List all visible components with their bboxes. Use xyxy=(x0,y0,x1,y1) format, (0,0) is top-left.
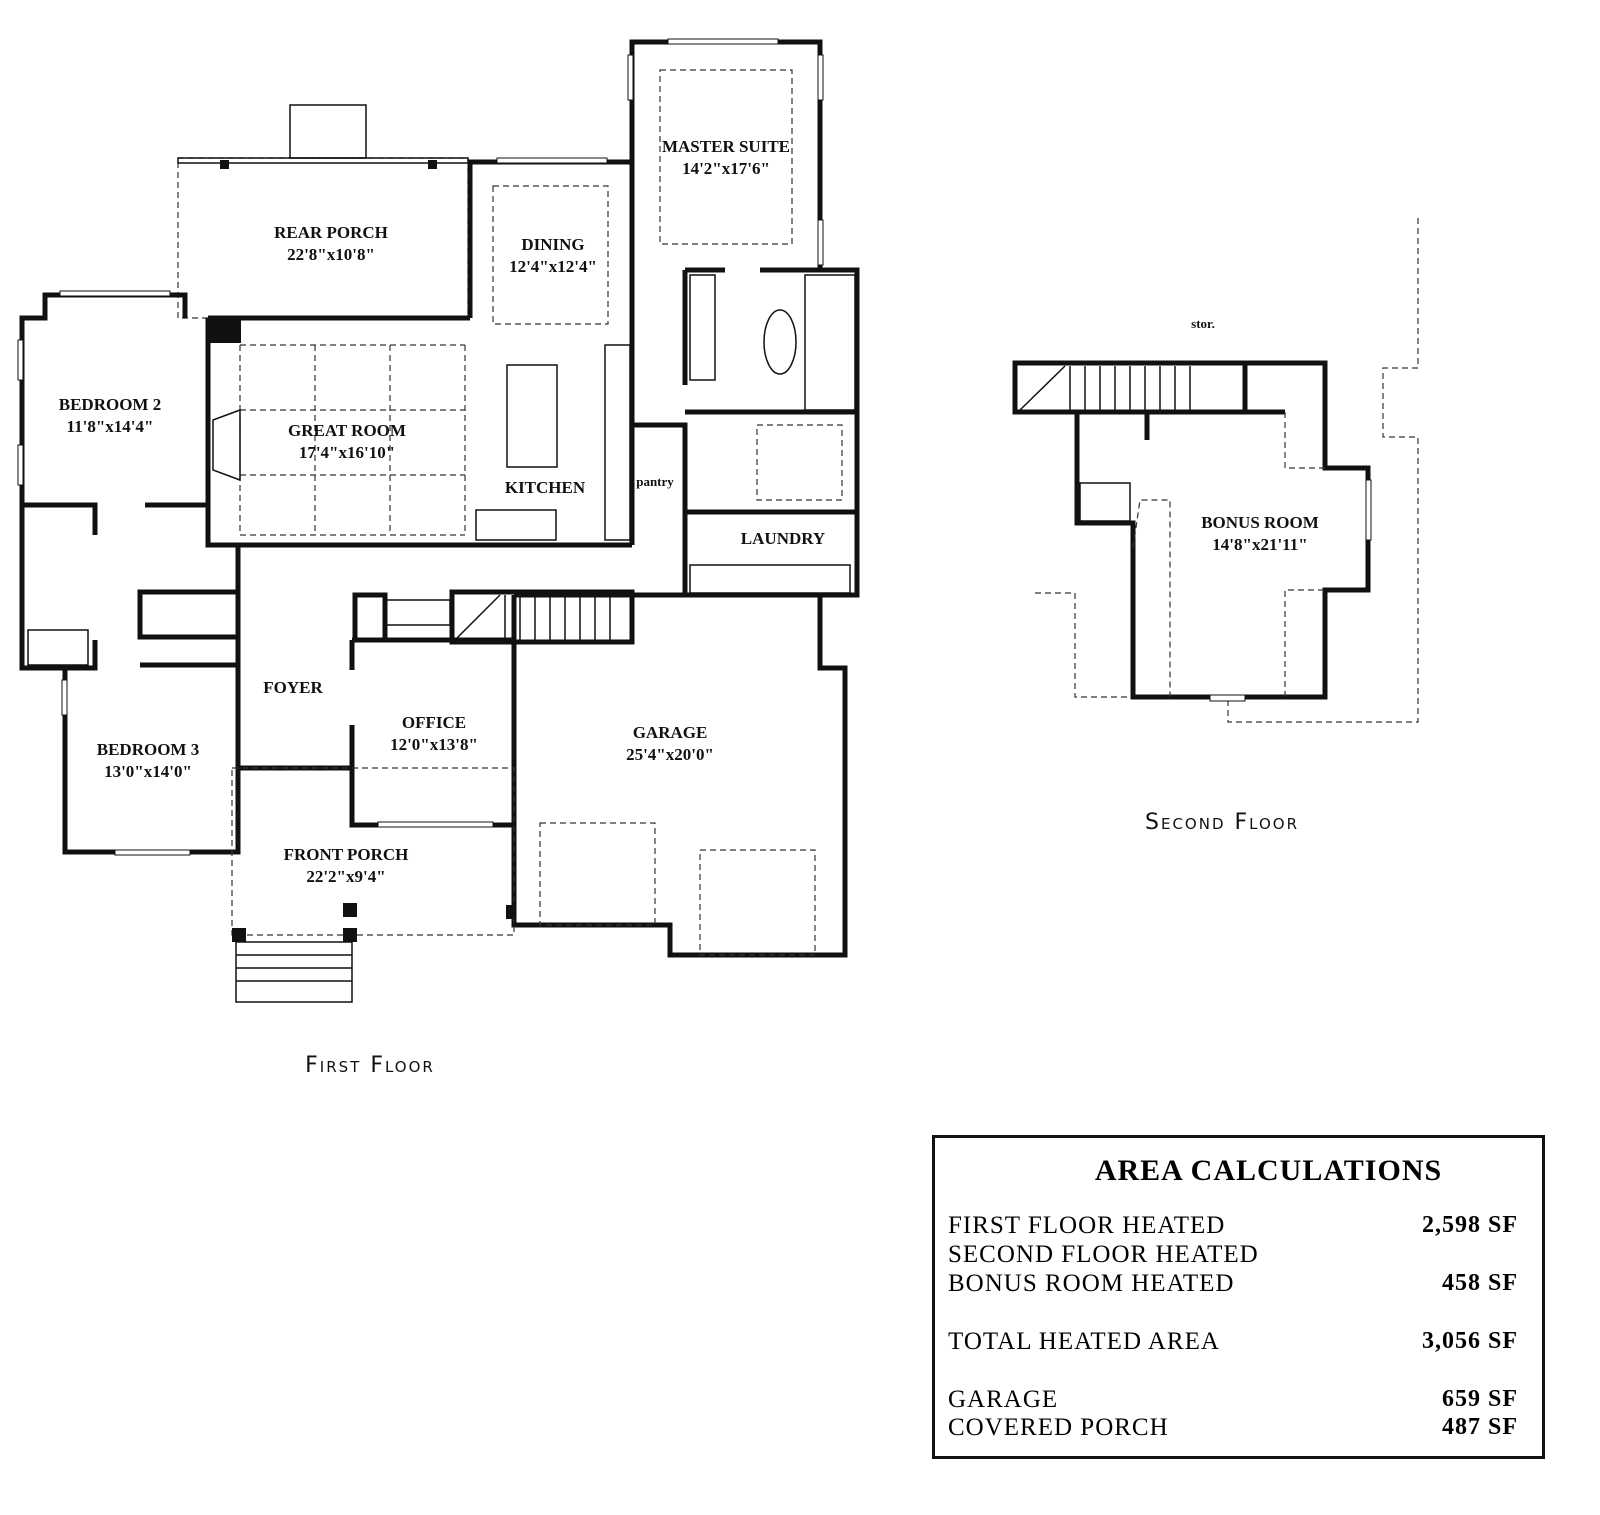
area-value: 487 SF xyxy=(1441,1414,1518,1440)
room-name: BONUS ROOM xyxy=(1201,513,1319,532)
area-row: TOTAL HEATED AREA 3,056 SF xyxy=(948,1328,1518,1356)
storage-label: stor. xyxy=(1191,316,1215,331)
area-value: 3,056 SF xyxy=(1421,1328,1518,1354)
room-size: 12'4"x12'4" xyxy=(509,257,597,276)
chimney xyxy=(289,104,367,159)
room-name: KITCHEN xyxy=(505,478,586,497)
room-name: DINING xyxy=(521,235,584,254)
room-name: pantry xyxy=(636,474,674,489)
room-name: FRONT PORCH xyxy=(284,845,409,864)
area-row: BONUS ROOM HEATED 458 SF xyxy=(948,1270,1518,1298)
area-label: SECOND FLOOR HEATED xyxy=(948,1241,1259,1268)
room-name: GARAGE xyxy=(633,723,708,742)
area-value: 659 SF xyxy=(1441,1386,1518,1412)
area-row: SECOND FLOOR HEATED xyxy=(948,1241,1518,1269)
room-size: 17'4"x16'10" xyxy=(299,443,395,462)
area-label: BONUS ROOM HEATED xyxy=(948,1270,1235,1297)
area-row: FIRST FLOOR HEATED 2,598 SF xyxy=(948,1212,1518,1240)
first-floor-title: First Floor xyxy=(305,1053,435,1078)
area-value: 458 SF xyxy=(1441,1270,1518,1296)
room-size: 22'2"x9'4" xyxy=(306,867,385,886)
area-calculations-table: AREA CALCULATIONS FIRST FLOOR HEATED 2,59… xyxy=(932,1135,1545,1459)
area-label: TOTAL HEATED AREA xyxy=(948,1328,1220,1355)
room-name: MASTER SUITE xyxy=(662,137,790,156)
area-calculations-title: AREA CALCULATIONS xyxy=(1094,1154,1443,1187)
room-size: 14'8"x21'11" xyxy=(1212,535,1307,554)
room-name: BEDROOM 2 xyxy=(59,395,161,414)
area-label: FIRST FLOOR HEATED xyxy=(948,1212,1226,1239)
room-name: LAUNDRY xyxy=(741,529,825,548)
room-name: FOYER xyxy=(263,678,323,697)
room-name: REAR PORCH xyxy=(274,223,388,242)
area-label: COVERED PORCH xyxy=(948,1414,1169,1441)
area-label: GARAGE xyxy=(948,1386,1059,1413)
room-size: 25'4"x20'0" xyxy=(626,745,714,764)
area-row: GARAGE 659 SF xyxy=(948,1386,1518,1414)
room-name: BEDROOM 3 xyxy=(97,740,199,759)
area-row: COVERED PORCH 487 SF xyxy=(948,1414,1518,1442)
room-size: 12'0"x13'8" xyxy=(390,735,478,754)
room-name: GREAT ROOM xyxy=(288,421,406,440)
room-size: 13'0"x14'0" xyxy=(104,762,192,781)
room-name: OFFICE xyxy=(402,713,466,732)
room-size: 11'8"x14'4" xyxy=(67,417,154,436)
room-size: 22'8"x10'8" xyxy=(287,245,375,264)
first-floor-plan xyxy=(17,38,860,1003)
second-floor-title: Second Floor xyxy=(1145,810,1299,835)
area-value: 2,598 SF xyxy=(1421,1212,1518,1238)
second-floor-plan: stor. BONUS ROOM 14'8"x21'11" Second Flo… xyxy=(1012,218,1419,835)
room-size: 14'2"x17'6" xyxy=(682,159,770,178)
first-floor-labels: REAR PORCH 22'8"x10'8" DINING 12'4"x12'4… xyxy=(59,137,825,1078)
